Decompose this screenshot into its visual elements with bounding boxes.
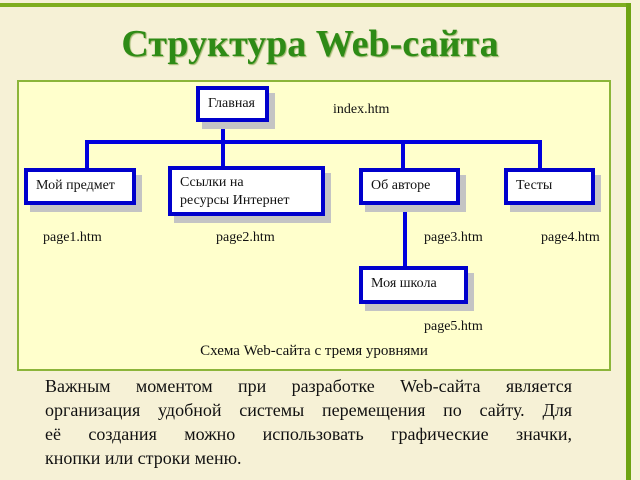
site-structure-diagram: Главная Мой предмет Ссылки на ресурсы Ин… bbox=[17, 80, 611, 371]
node-school-label: Моя школа bbox=[371, 276, 437, 291]
paragraph-line: её создания можно использовать графическ… bbox=[45, 424, 572, 444]
node-main: Главная bbox=[196, 86, 269, 122]
file-page4: page4.htm bbox=[541, 230, 600, 245]
node-links-label-2: ресурсы Интернет bbox=[180, 193, 290, 208]
connector-links bbox=[221, 140, 225, 168]
paragraph-line: кнопки или строки меню. bbox=[45, 448, 242, 468]
node-tests: Тесты bbox=[504, 168, 595, 205]
slide-frame-right bbox=[626, 3, 631, 480]
node-links-label-1: Ссылки на bbox=[180, 175, 244, 190]
node-subject: Мой предмет bbox=[24, 168, 136, 205]
file-index: index.htm bbox=[333, 102, 390, 117]
slide-title: Структура Web-сайта bbox=[121, 23, 499, 65]
connector-main-down bbox=[221, 120, 225, 144]
node-school: Моя школа bbox=[359, 266, 468, 304]
connector-subject bbox=[85, 140, 89, 170]
slide-frame-top bbox=[0, 3, 628, 7]
connector-author-school bbox=[403, 201, 407, 269]
connector-author bbox=[401, 140, 405, 170]
diagram-caption: Схема Web-сайта с тремя уровнями bbox=[200, 343, 428, 359]
file-page3: page3.htm bbox=[424, 230, 483, 245]
file-page5: page5.htm bbox=[424, 319, 483, 334]
description-paragraph: Важным моментом при разработке Web-сайта… bbox=[45, 374, 572, 470]
file-page1: page1.htm bbox=[43, 230, 102, 245]
node-tests-label: Тесты bbox=[516, 178, 553, 193]
node-main-label: Главная bbox=[208, 96, 255, 111]
node-author: Об авторе bbox=[359, 168, 460, 205]
file-page2: page2.htm bbox=[216, 230, 275, 245]
paragraph-line: Важным моментом при разработке Web-сайта… bbox=[45, 376, 572, 396]
paragraph-line: организация удобной системы перемещения … bbox=[45, 400, 572, 420]
node-links: Ссылки на ресурсы Интернет bbox=[168, 166, 325, 216]
connector-horizontal bbox=[85, 140, 542, 144]
node-author-label: Об авторе bbox=[371, 178, 431, 193]
connector-tests bbox=[538, 140, 542, 170]
node-subject-label: Мой предмет bbox=[36, 178, 115, 193]
